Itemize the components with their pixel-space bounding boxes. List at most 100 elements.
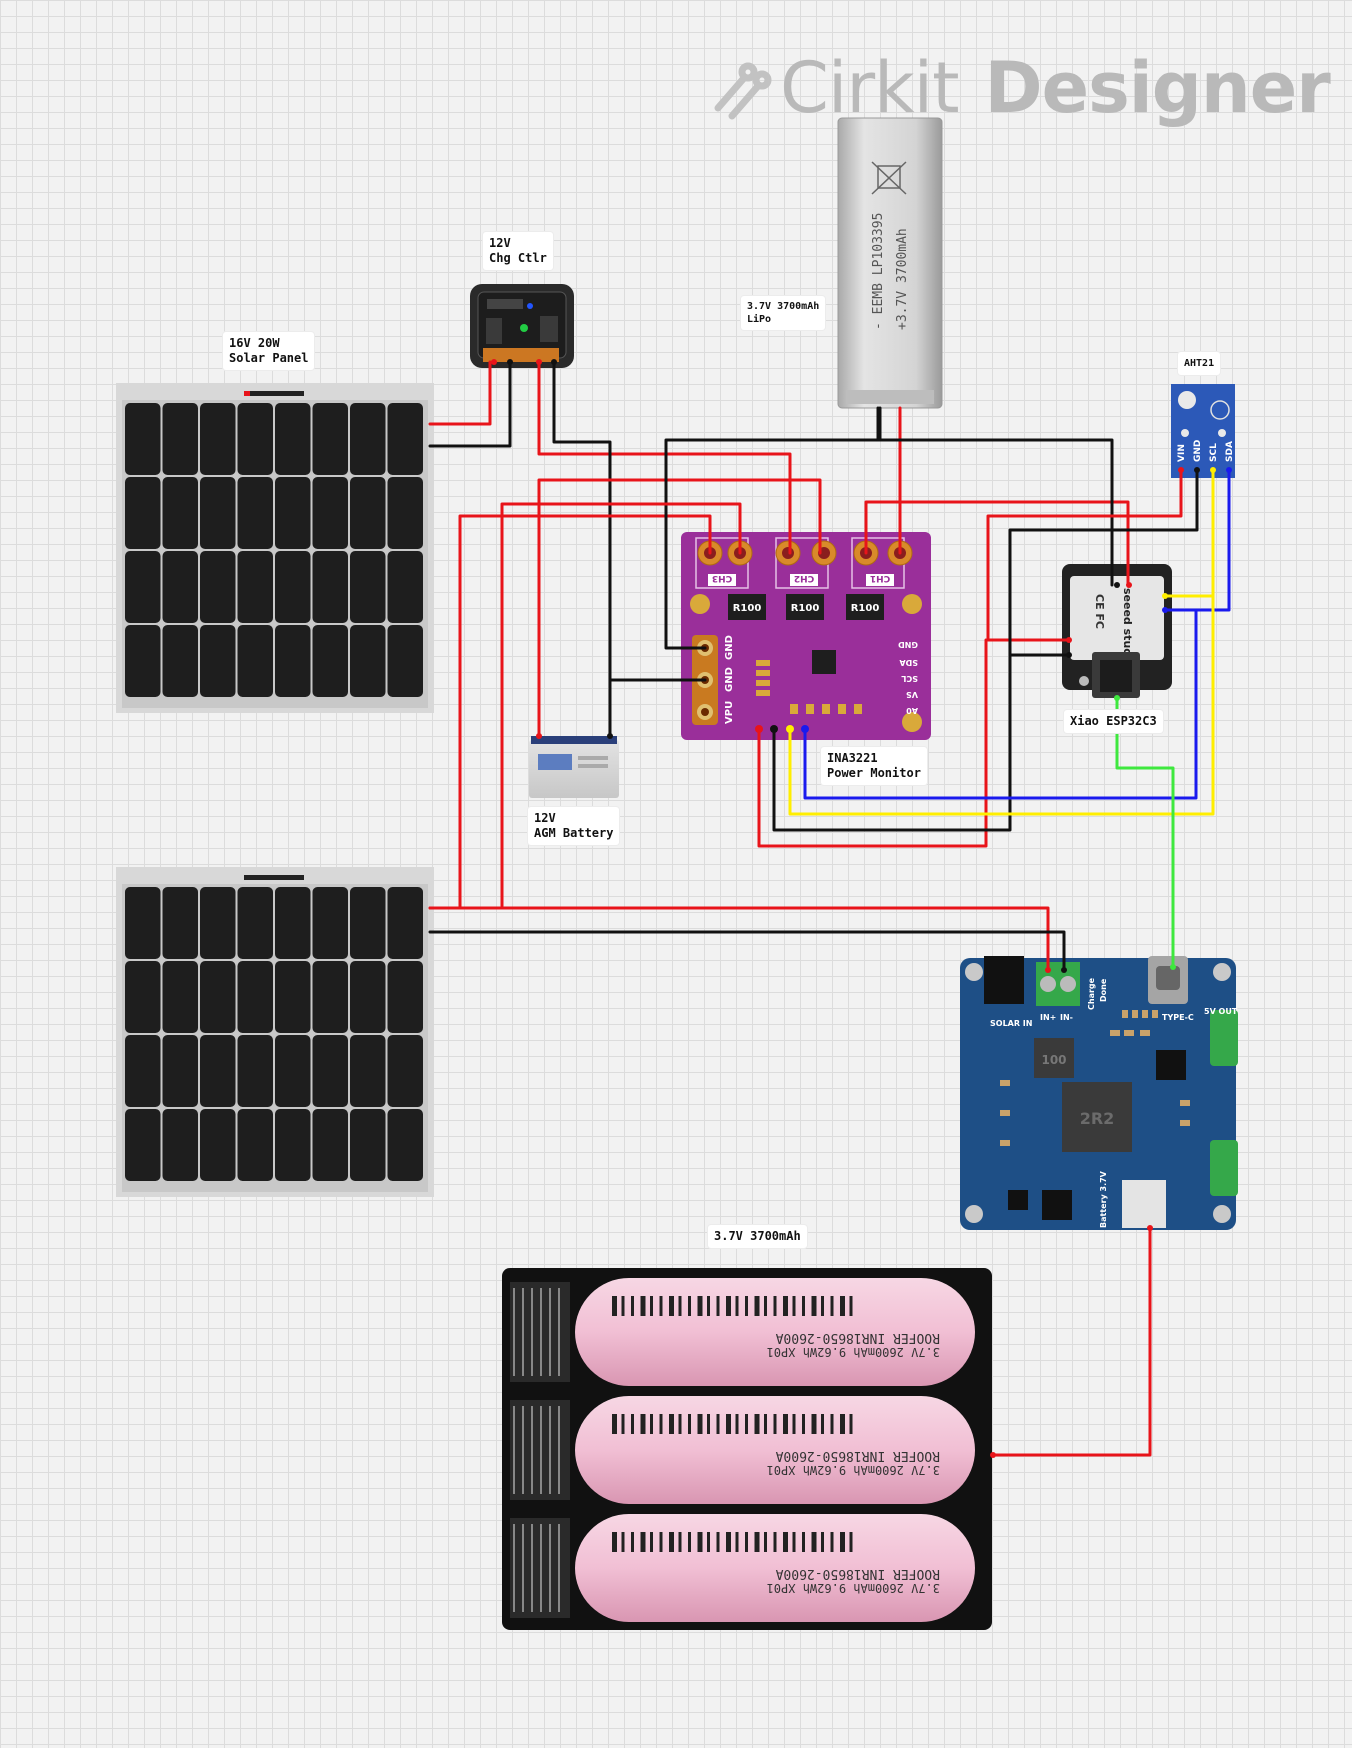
battery-barcode-bar [849,1414,853,1434]
charge-controller[interactable] [470,284,574,368]
wire-red[interactable] [500,502,742,908]
ina-channel-label: CH2 [794,573,814,583]
battery-barcode-bar [783,1414,788,1434]
solar-cell [387,887,423,959]
battery-barcode-bar [773,1532,777,1552]
battery-barcode-bar [678,1532,682,1552]
battery-barcode-bar [764,1532,767,1552]
solar-panel-label: 16V 20W Solar Panel [223,332,315,370]
battery-cell-print-2: 3.7V 2600mAh 9.62Wh XP01 [767,1581,940,1595]
battery-cell[interactable] [575,1514,975,1622]
solar-cell [275,625,311,697]
solar-panel-top[interactable] [116,383,434,713]
battery-barcode-bar [707,1414,710,1434]
battery-barcode-bar [754,1414,760,1434]
wire-yellow[interactable] [1163,468,1215,598]
battery-barcode-bar [811,1532,817,1552]
wire-red[interactable] [757,638,988,848]
battery-pack-label: 3.7V 3700mAh [708,1225,807,1248]
wire-red[interactable] [428,906,1050,972]
wire-blue[interactable] [803,608,1198,800]
lipo-battery[interactable]: - EEMB LP103395 +3.7V 3700mAh [837,117,943,409]
charger-silk-label: IN- [1060,1013,1073,1022]
xiao-esp32c3[interactable]: CE FC seeed studio [1062,564,1172,701]
wire-red[interactable] [428,514,712,910]
wire-red[interactable] [428,360,492,426]
wire-yellow[interactable] [788,594,1215,816]
battery-barcode-bar [678,1296,682,1316]
ina-side-pin-label: GND [724,635,735,660]
battery-cell[interactable] [575,1278,975,1386]
battery-barcode-bar [830,1532,834,1552]
solar-cell [162,887,198,959]
battery-barcode-bar [716,1414,720,1434]
agm-label: 12V AGM Battery [528,807,620,845]
battery-barcode-bar [707,1532,710,1552]
solar-cell [125,1109,161,1181]
battery-barcode-bar [792,1414,796,1434]
solar-cell [200,625,236,697]
wire-black[interactable] [428,360,512,448]
solar-cell [312,1109,348,1181]
battery-barcode-bar [612,1296,617,1316]
battery-barcode-bar [802,1414,805,1434]
battery-barcode-bar [697,1296,703,1316]
agm-battery[interactable] [529,733,619,798]
solar-cell [125,551,161,623]
wire-red[interactable] [537,478,822,738]
solar-cell [275,403,311,475]
ina-side-pin-label: VPU [724,701,735,724]
battery-pack[interactable]: ROOFER INR18650-2600A 3.7V 2600mAh 9.62Wh… [502,1268,996,1630]
battery-barcode-bar [802,1296,805,1316]
solar-cell [200,551,236,623]
cirkit-designer-logo: Cirkit Designer [712,47,1331,129]
battery-barcode-bar [840,1532,845,1552]
charger-silk-label: 5V OUT [1204,1007,1238,1016]
solar-cell [200,477,236,549]
wire-red[interactable] [991,1226,1152,1457]
ina-channel-label: CH1 [870,573,890,583]
wire-black[interactable] [772,653,1012,832]
charger-silk-label: Battery 3.7V [1099,1170,1108,1228]
solar-cell [125,961,161,1033]
battery-barcode-bar [783,1532,788,1552]
solar-cell [350,625,386,697]
wire-black[interactable] [664,406,882,650]
svg-text:CE FC: CE FC [1093,594,1106,629]
battery-cell-print-1: ROOFER INR18650-2600A [775,1330,940,1345]
wire-red[interactable] [864,500,1130,587]
wire-black[interactable] [876,406,1114,587]
charger-silk-label: TYPE-C [1162,1013,1194,1022]
wire-green[interactable] [1115,696,1175,969]
solar-cell [200,403,236,475]
solar-cell [350,1035,386,1107]
solar-cell [237,1109,273,1181]
inductor-small-marking: 100 [1041,1053,1066,1067]
wire-black[interactable] [1008,468,1199,657]
battery-barcode-bar [754,1296,760,1316]
solar-panel-bottom[interactable] [116,867,434,1197]
battery-barcode-bar [811,1414,817,1434]
battery-barcode-bar [735,1414,739,1434]
solar-cell [275,887,311,959]
solar-cell [237,403,273,475]
solar-cell [312,1035,348,1107]
battery-barcode-bar [659,1414,663,1434]
battery-barcode-bar [840,1296,845,1316]
cirkit-logo-icon [714,62,772,120]
solar-cell [237,961,273,1033]
battery-cell[interactable] [575,1396,975,1504]
solar-cell [387,1035,423,1107]
battery-barcode-bar [650,1414,653,1434]
solar-cell [275,551,311,623]
wire-black[interactable] [428,930,1066,972]
battery-barcode-bar [783,1296,788,1316]
battery-barcode-bar [669,1296,674,1316]
ina-channel-label: CH3 [712,573,732,583]
wire-red[interactable] [986,468,1183,642]
solar-cell [237,551,273,623]
wire-black[interactable] [552,360,707,682]
